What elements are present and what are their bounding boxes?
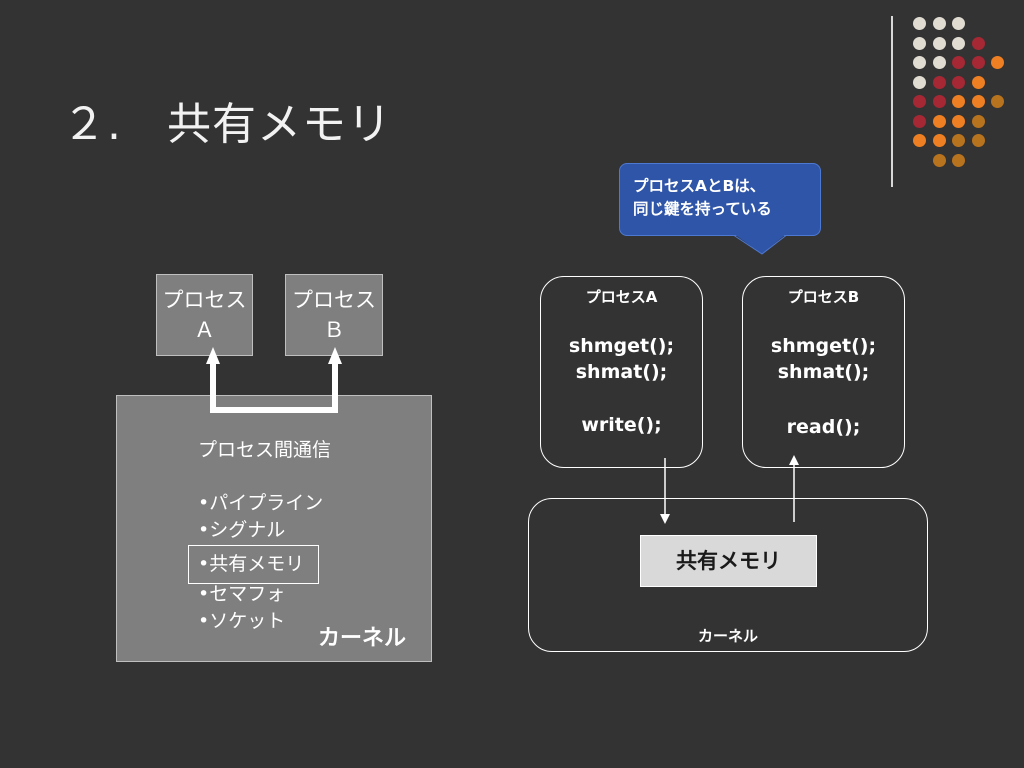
- decor-dot: [952, 56, 965, 69]
- decor-dot: [971, 36, 985, 50]
- process-b-label-line2: Ｂ: [323, 318, 345, 342]
- slide-title: ２. 共有メモリ: [62, 99, 392, 150]
- kernel-label-right: カーネル: [697, 627, 758, 645]
- decor-dot: [952, 153, 965, 167]
- process-a-code-line3: write();: [581, 414, 662, 436]
- decor-dot: [913, 36, 926, 50]
- decor-dot: [971, 75, 985, 89]
- kernel-box-left: [116, 395, 432, 662]
- process-a-name: プロセスA: [585, 288, 658, 306]
- decor-dot: [932, 114, 946, 128]
- callout-text: プロセスAとBは、 同じ鍵を持っている: [633, 175, 772, 221]
- decor-dot: [952, 36, 965, 50]
- process-a-code: shmget(); shmat(); write();: [540, 333, 703, 438]
- kernel-box-right: [528, 498, 928, 652]
- write-arrow: [660, 458, 670, 524]
- process-a-label-line2: Ａ: [194, 318, 215, 342]
- ipc-item-pipeline: •パイプライン: [198, 492, 324, 514]
- ipc-item-socket: •ソケット: [198, 610, 286, 632]
- decor-dot: [932, 153, 946, 167]
- decor-dot: [932, 17, 946, 30]
- decor-dot: [971, 56, 985, 69]
- callout-line2: 同じ鍵を持っている: [633, 200, 772, 218]
- decor-dot: [913, 95, 926, 108]
- decor-dot: [913, 75, 926, 89]
- process-b-code-line1: shmget();: [770, 335, 877, 357]
- process-b-code-line3: read();: [786, 416, 861, 438]
- process-a-code-box: [540, 276, 703, 468]
- decor-dot: [991, 56, 1004, 69]
- decor-dot: [952, 114, 965, 128]
- kernel-label-left: カーネル: [318, 626, 407, 651]
- decor-dot: [971, 114, 985, 128]
- decor-dot: [932, 56, 946, 69]
- process-b-box: プロセス Ｂ: [285, 274, 383, 356]
- process-a-code-line2: shmat();: [575, 361, 668, 383]
- read-arrow: [789, 455, 799, 522]
- decor-dot: [932, 134, 946, 147]
- process-b-label-line1: プロセス: [292, 288, 376, 312]
- shared-memory-highlight: [188, 545, 319, 584]
- process-a-box: プロセス Ａ: [156, 274, 253, 356]
- decor-dot: [932, 36, 946, 50]
- process-b-name: プロセスB: [787, 288, 860, 306]
- decor-dot: [913, 134, 926, 147]
- decor-dot: [952, 17, 965, 30]
- process-b-code-box: [742, 276, 905, 468]
- ipc-item-signal: •シグナル: [198, 519, 286, 541]
- decor-dot: [971, 134, 985, 147]
- decor-dot: [913, 56, 926, 69]
- process-a-label-line1: プロセス: [162, 288, 247, 312]
- decor-dot: [932, 75, 946, 89]
- decor-dot: [952, 75, 965, 89]
- callout-line1: プロセスAとBは、: [633, 177, 766, 195]
- decor-dot: [971, 95, 985, 108]
- divider-line: [891, 16, 893, 187]
- decor-dot: [952, 134, 965, 147]
- ipc-item-shared-memory: •共有メモリ: [198, 553, 305, 575]
- decor-dot: [991, 95, 1004, 108]
- ipc-item-semaphore: •セマフォ: [198, 583, 286, 605]
- callout-box: [619, 163, 821, 236]
- decor-dot: [952, 95, 965, 108]
- decor-dot: [913, 114, 926, 128]
- process-b-code: shmget(); shmat(); read();: [742, 333, 905, 440]
- decor-dot: [932, 95, 946, 108]
- ipc-title: プロセス間通信: [198, 439, 332, 461]
- shared-memory-box: 共有メモリ: [640, 535, 817, 587]
- process-a-code-line1: shmget();: [568, 335, 675, 357]
- process-b-code-line2: shmat();: [777, 361, 870, 383]
- decor-dot: [913, 17, 926, 30]
